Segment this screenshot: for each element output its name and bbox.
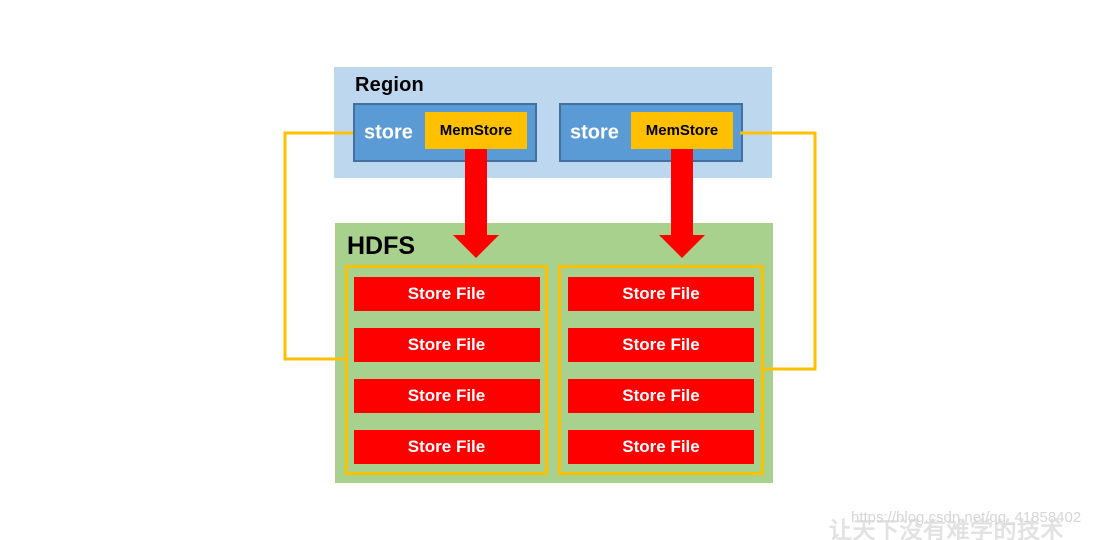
store-file-box: Store File [568,277,754,311]
region-box: Region store MemStore store MemStore [334,67,772,178]
hdfs-label: HDFS [347,232,416,260]
store-label-left: store [364,121,413,143]
memstore-box-left: MemStore [425,112,527,149]
store-file-box: Store File [568,430,754,464]
store-file-box: Store File [568,379,754,413]
store-file-box: Store File [353,430,540,464]
region-label: Region [355,74,424,96]
store-file-column-left: Store File Store File Store File Store F… [345,265,548,475]
store-box-right: store MemStore [559,103,743,162]
store-file-box: Store File [353,379,540,413]
store-file-box: Store File [353,328,540,362]
watermark-url: https://blog.csdn.net/qq_41858402 [851,509,1082,526]
store-file-box: Store File [353,277,540,311]
memstore-box-right: MemStore [631,112,733,149]
store-label-right: store [570,121,619,143]
store-box-left: store MemStore [353,103,537,162]
store-file-box: Store File [568,328,754,362]
hdfs-box: HDFS Store File Store File Store File St… [335,223,773,483]
store-file-column-right: Store File Store File Store File Store F… [558,265,764,475]
watermark-slogan: 让天下没有难学的技术 [829,517,1064,540]
